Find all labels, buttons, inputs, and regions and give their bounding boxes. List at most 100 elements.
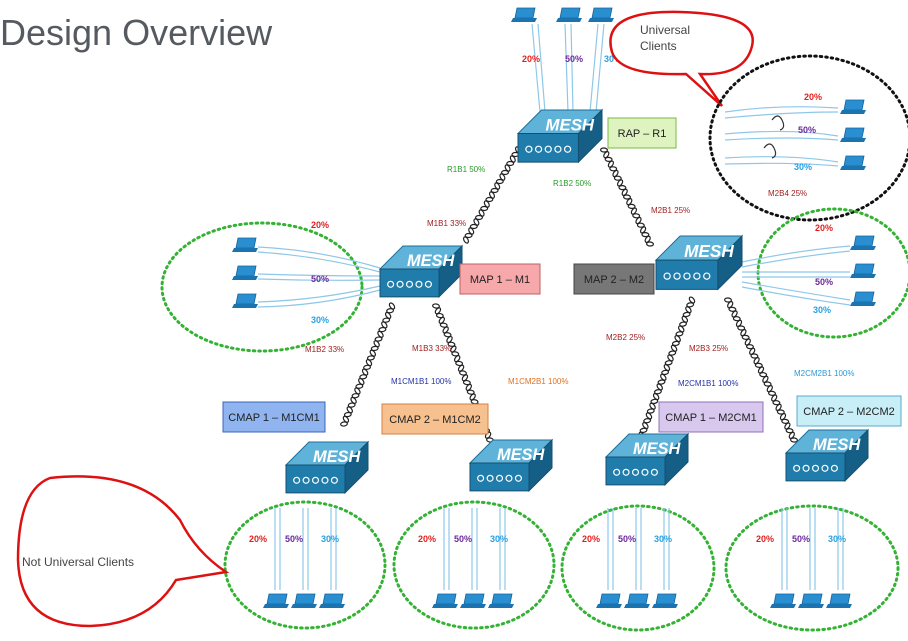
node-label-text: MAP 2 – M2 (584, 274, 644, 286)
pct-label: 20% (522, 54, 540, 64)
node-label-map2: MAP 2 – M2 (573, 263, 655, 295)
pct-label: 50% (285, 534, 303, 544)
laptop-icon (839, 99, 867, 115)
pct-label: 30% (828, 534, 846, 544)
pct-label: 30% (654, 534, 672, 544)
callout-text: Not Universal Clients (22, 555, 134, 569)
laptop-icon (623, 593, 651, 609)
chain-link (636, 296, 696, 443)
universal-clients: 20% 50% 30% M2B4 25% (724, 92, 867, 198)
universal-clients-zone (708, 54, 908, 222)
node-label-text: MAP 1 – M1 (470, 274, 530, 286)
laptop-icon (487, 593, 515, 609)
link-label: M1B3 33% (412, 344, 451, 353)
link-label: M1CM2B1 100% (508, 377, 568, 386)
chain-link (724, 297, 798, 443)
mesh-device: MESH (654, 234, 744, 291)
link-label: M1B1 33% (427, 219, 466, 228)
node-label-rap: RAP – R1 (607, 117, 677, 149)
link-labels: R1B1 50% R1B2 50% M1B1 33% M2B1 25% M1B2… (305, 165, 854, 388)
laptop-icon (555, 7, 583, 23)
link-label: M2CM1B1 100% (678, 379, 738, 388)
pct-label: 50% (454, 534, 472, 544)
pct-label: 20% (249, 534, 267, 544)
mesh-badge: MESH (313, 448, 362, 466)
client-zone: 20% 50% 30% (223, 500, 387, 630)
universal-clients-callout: Universal Clients (609, 10, 754, 107)
laptop-icon (587, 7, 615, 23)
laptop-icon (459, 593, 487, 609)
pct-label: 20% (582, 534, 600, 544)
mesh-badge: MESH (633, 440, 682, 458)
pct-label: 20% (311, 220, 329, 230)
chain-link (462, 146, 522, 244)
client-zone: 20%50%30% (724, 504, 900, 632)
link-label: M1B2 33% (305, 345, 344, 354)
link-label: M2B1 25% (651, 206, 690, 215)
pct-label: 30% (794, 162, 812, 172)
callout-line2: Clients (640, 39, 677, 53)
laptop-icon (839, 155, 867, 171)
link-label: M2CM2B1 100% (794, 369, 854, 378)
mesh-device: MESH (516, 108, 604, 164)
mesh-badge: MESH (813, 436, 862, 454)
pct-label: 50% (618, 534, 636, 544)
node-label-cmap1m2: CMAP 1 – M2CM1 (658, 401, 764, 433)
mesh-badge: MESH (497, 446, 546, 464)
link-label: M1CM1B1 100% (391, 377, 451, 386)
pct-label: 30% (321, 534, 339, 544)
client-zone (160, 221, 364, 353)
pct-label: 50% (311, 274, 329, 284)
node-label-text: CMAP 1 – M2CM1 (665, 412, 757, 424)
laptop-icon (510, 7, 538, 23)
mesh-device: MESH (784, 428, 870, 483)
rap-clients: 20% 50% 30% (510, 7, 622, 113)
laptop-icon (431, 593, 459, 609)
node-label-text: RAP – R1 (618, 128, 667, 140)
link-label: M2B3 25% (689, 344, 728, 353)
bottom-client-zones: 20%50%30%20%50%30%20%50%30%20%50%30% (223, 500, 900, 632)
link-label: M2B2 25% (606, 333, 645, 342)
pct-label: 20% (804, 92, 822, 102)
laptop-icon (290, 593, 318, 609)
mesh-device: MESH (604, 432, 690, 487)
laptop-icon (651, 593, 679, 609)
laptop-icon (231, 293, 259, 309)
laptop-icon (849, 235, 877, 251)
pct-label: 50% (565, 54, 583, 64)
node-label-cmap2m2: CMAP 2 – M2CM2 (796, 395, 902, 427)
mesh-badge: MESH (546, 116, 595, 135)
link-label: M2B4 25% (768, 189, 807, 198)
laptop-icon (262, 593, 290, 609)
laptop-icon (769, 593, 797, 609)
node-label-text: CMAP 1 – M1CM1 (228, 412, 320, 424)
not-universal-clients-callout: Not Universal Clients (16, 475, 230, 628)
client-zone: 20% 50% 30% (392, 500, 556, 630)
laptop-icon (231, 265, 259, 281)
mesh-device: MESH (378, 244, 464, 299)
map1-clients: 20% 50% 30% (231, 220, 381, 325)
laptop-icon (595, 593, 623, 609)
callout-text: Universal Clients (640, 23, 693, 53)
node-label-map1: MAP 1 – M1 (459, 263, 541, 295)
client-zone (756, 207, 908, 339)
mesh-device: MESH (468, 438, 554, 493)
laptop-icon (849, 291, 877, 307)
map2-clients: 20% 50% 30% (741, 223, 877, 315)
page-title: Design Overview (0, 12, 273, 53)
pct-label: 20% (418, 534, 436, 544)
pct-label: 30% (490, 534, 508, 544)
chain-link (340, 302, 396, 427)
mesh-badge: MESH (684, 241, 734, 261)
callout-line1: Universal (640, 23, 690, 37)
pct-label: 50% (798, 125, 816, 135)
laptop-icon (825, 593, 853, 609)
mesh-device: MESH (284, 440, 370, 495)
link-label: R1B2 50% (553, 179, 591, 188)
laptop-icon (849, 263, 877, 279)
pct-label: 50% (792, 534, 810, 544)
laptop-icon (231, 237, 259, 253)
node-label-cmap2m1: CMAP 2 – M1CM2 (381, 403, 489, 435)
